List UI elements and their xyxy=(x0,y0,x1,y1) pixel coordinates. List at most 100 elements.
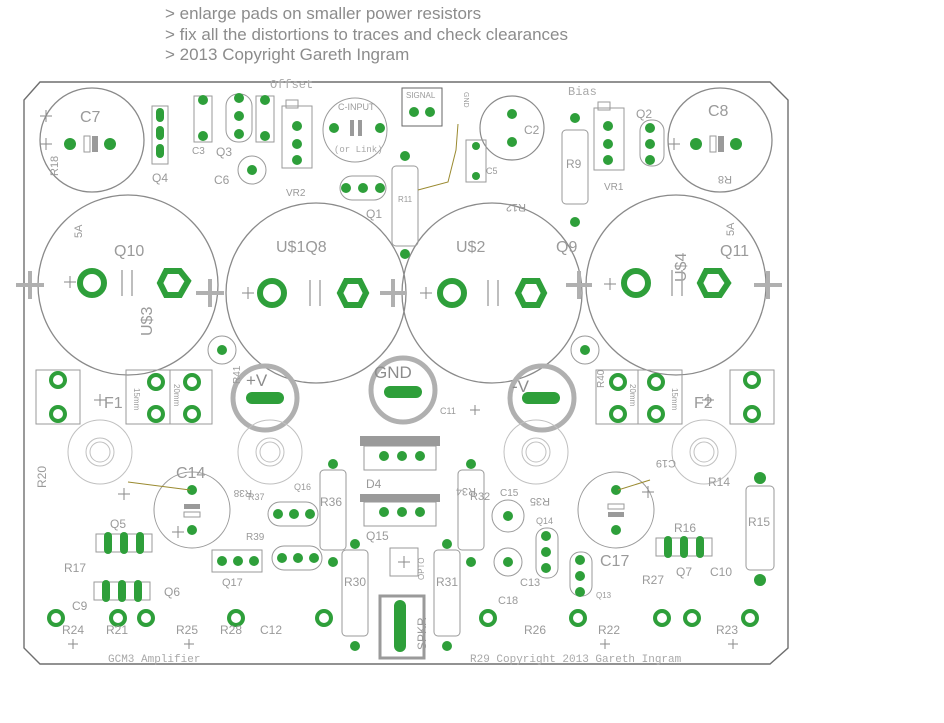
label-q17: Q17 xyxy=(222,577,243,589)
label-f2: F2 xyxy=(694,395,713,412)
label-offset: Offset xyxy=(270,78,313,92)
label-5a-right: 5A xyxy=(725,222,737,236)
note-line-3: > 2013 Copyright Gareth Ingram xyxy=(165,45,410,64)
label-c13: C13 xyxy=(520,577,540,589)
label-q9: Q9 xyxy=(556,239,577,256)
label-q15: Q15 xyxy=(366,529,389,543)
note-line-2: > fix all the distortions to traces and … xyxy=(165,24,569,44)
label-c15: C15 xyxy=(500,488,519,499)
transistor-q10: Q10 5A U$3 xyxy=(37,194,219,376)
label-r39: R39 xyxy=(246,532,265,543)
label-bias: Bias xyxy=(568,85,597,99)
label-5a-left: 5A xyxy=(73,224,85,238)
label-r35: R35 xyxy=(530,495,550,507)
label-r20: R20 xyxy=(35,466,49,488)
label-r24: R24 xyxy=(62,623,84,637)
revision-notes: > enlarge pads on smaller power resistor… xyxy=(165,4,568,66)
label-spkr: SPKR xyxy=(415,617,429,650)
label-c10: C10 xyxy=(710,565,732,579)
label-q2: Q2 xyxy=(636,107,652,121)
label-gnd-small: GND xyxy=(462,92,469,108)
label-20mm-right: 20mm xyxy=(628,384,637,407)
r40-r41: R41 R40 xyxy=(207,335,607,388)
label-c7: C7 xyxy=(80,109,101,126)
label-r9: R9 xyxy=(566,157,582,171)
top-small-components: Q4 C3 Q3 C6 Offset VR2 C-INPUT (or Link)… xyxy=(49,78,732,259)
label-r12: R12 xyxy=(506,201,526,213)
power-transistor-pads xyxy=(77,268,732,308)
label-f1: F1 xyxy=(104,395,123,412)
transistor-q11: Q11 5A U$4 xyxy=(585,194,767,376)
label-minus-v: -V xyxy=(512,377,530,396)
label-c18: C18 xyxy=(498,595,518,607)
label-r28: R28 xyxy=(220,623,242,637)
label-signal: SIGNAL xyxy=(406,91,436,100)
plus-markers xyxy=(40,110,738,649)
label-q11: Q11 xyxy=(720,243,749,260)
lower-components: C14 C17 C19 D4 Q15 R36 R34 R32 R30 R31 xyxy=(35,436,775,666)
label-r16: R16 xyxy=(674,521,696,535)
label-r32: R32 xyxy=(470,491,490,503)
label-r21: R21 xyxy=(106,623,128,637)
label-r11: R11 xyxy=(398,195,413,204)
label-q10: Q10 xyxy=(114,243,144,260)
power-terminals: +V GND -V C11 xyxy=(230,355,577,433)
label-plus-v: +V xyxy=(246,371,268,390)
mounting-holes xyxy=(67,419,737,485)
label-r31: R31 xyxy=(436,575,458,589)
label-r34: R34 xyxy=(456,485,476,497)
label-r22: R22 xyxy=(598,623,620,637)
label-r15: R15 xyxy=(748,515,770,529)
label-r36: R36 xyxy=(320,495,342,509)
label-c-input: C-INPUT xyxy=(338,102,375,112)
label-r37: R37 xyxy=(248,492,265,502)
label-d4: D4 xyxy=(366,477,382,491)
label-us1-q8: U$1Q8 xyxy=(276,239,327,256)
label-c5: C5 xyxy=(486,166,498,176)
label-c9: C9 xyxy=(72,599,88,613)
label-c11: C11 xyxy=(440,406,456,416)
label-15mm-right: 15mm xyxy=(670,388,679,411)
label-r41: R41 xyxy=(232,365,243,384)
label-r25: R25 xyxy=(176,623,198,637)
label-or-link: (or Link) xyxy=(334,145,383,155)
label-r26: R26 xyxy=(524,623,546,637)
label-q14: Q14 xyxy=(536,516,553,526)
fuse-f1: F1 15mm 20mm xyxy=(35,369,213,425)
label-q6: Q6 xyxy=(164,585,180,599)
label-r17: R17 xyxy=(64,561,86,575)
label-c12: C12 xyxy=(260,623,282,637)
label-r14: R14 xyxy=(708,475,730,489)
label-bottom-left: GCM3 Amplifier xyxy=(108,654,200,666)
board-outline xyxy=(23,81,789,665)
label-q5: Q5 xyxy=(110,517,126,531)
label-q7: Q7 xyxy=(676,565,692,579)
label-bottom-right: R29 Copyright 2013 Gareth Ingram xyxy=(470,654,682,666)
label-c17: C17 xyxy=(600,553,629,570)
label-r27: R27 xyxy=(642,573,664,587)
label-r40: R40 xyxy=(596,369,607,388)
label-r30: R30 xyxy=(344,575,366,589)
capacitor-c2: C2 xyxy=(479,95,545,161)
label-us2: U$2 xyxy=(456,239,485,256)
alignment-crosses xyxy=(16,271,782,307)
cap-pads-top xyxy=(64,109,742,153)
label-opto: OPTO xyxy=(417,557,426,580)
label-q1: Q1 xyxy=(366,207,382,221)
label-q3: Q3 xyxy=(216,145,232,159)
label-r23: R23 xyxy=(716,623,738,637)
label-c19: C19 xyxy=(656,457,676,469)
label-c6: C6 xyxy=(214,173,230,187)
label-r8: R8 xyxy=(718,173,732,185)
label-c14: C14 xyxy=(176,465,205,482)
label-q16: Q16 xyxy=(294,482,311,492)
label-c3: C3 xyxy=(192,146,205,157)
note-line-1: > enlarge pads on smaller power resistor… xyxy=(165,4,482,23)
label-vr2: VR2 xyxy=(286,188,306,199)
label-vr1: VR1 xyxy=(604,182,624,193)
label-gnd-big: GND xyxy=(374,363,412,382)
label-c8: C8 xyxy=(708,103,729,120)
label-us4: U$4 xyxy=(673,253,690,282)
capacitor-c8: C8 xyxy=(667,87,773,193)
